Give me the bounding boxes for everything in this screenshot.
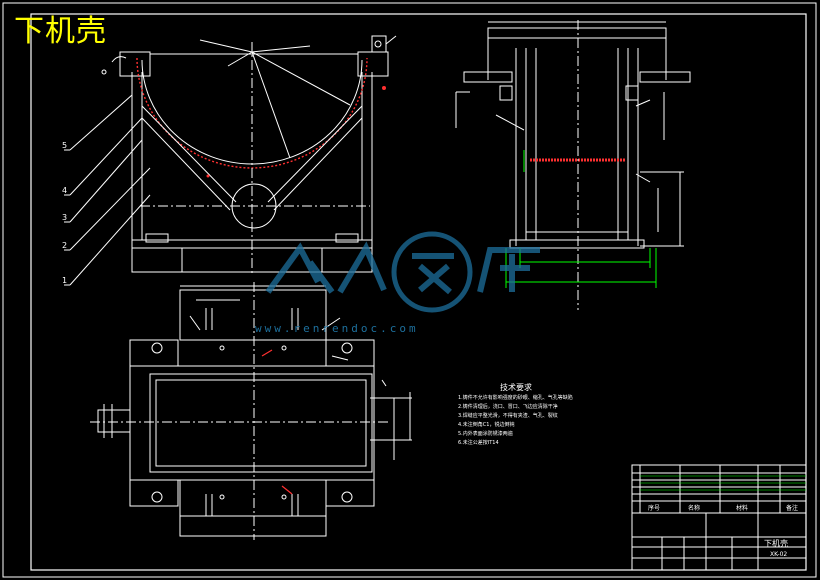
inner-border [30, 13, 807, 571]
plan-view [90, 282, 412, 540]
side-view [455, 20, 691, 310]
plan-view-accents [261, 349, 293, 495]
title-block-drawing-no: XK-02 [770, 551, 788, 558]
part-label-5: 5 [62, 141, 68, 150]
tech-requirement-item: 4.未注倒角C1，锐边倒钝 [458, 422, 515, 428]
tech-requirement-item: 6.未注公差按IT14 [458, 440, 499, 446]
tech-requirements-list: 1.铸件不允许有影响强度的砂眼、缩孔、气孔等缺陷 2.铸件清理后，浇口、冒口、飞… [458, 394, 608, 448]
title-block-col-note: 备注 [786, 505, 799, 512]
title-block-col-material: 材料 [736, 505, 749, 512]
title-block-green [640, 475, 806, 491]
part-label-3: 3 [62, 213, 68, 222]
side-view-dimensions [505, 150, 657, 288]
watermark-logo [265, 231, 540, 313]
tech-requirement-item: 3.焊缝应平整光滑，不得有夹渣、气孔、裂纹 [458, 413, 558, 419]
part-label-4: 4 [62, 186, 68, 195]
part-label-1: 1 [62, 276, 68, 285]
title-block [631, 464, 807, 571]
tech-requirements-heading: 技术要求 [500, 383, 532, 392]
title-block-col-name: 名称 [688, 505, 701, 512]
tech-requirement-item: 2.铸件清理后，浇口、冒口、飞边应清除干净 [458, 404, 558, 410]
drawing-title: 下机壳 [14, 14, 107, 49]
tech-requirement-item: 5.内外表面涂防锈漆两遍 [458, 431, 513, 437]
watermark-url: www.renrendoc.com [255, 322, 419, 335]
tech-requirement-item: 1.铸件不允许有影响强度的砂眼、缩孔、气孔等缺陷 [458, 395, 573, 401]
part-label-2: 2 [62, 241, 68, 250]
front-view [64, 35, 397, 286]
title-block-part-name: 下机壳 [764, 539, 788, 548]
title-block-col-seq: 序号 [648, 505, 661, 512]
